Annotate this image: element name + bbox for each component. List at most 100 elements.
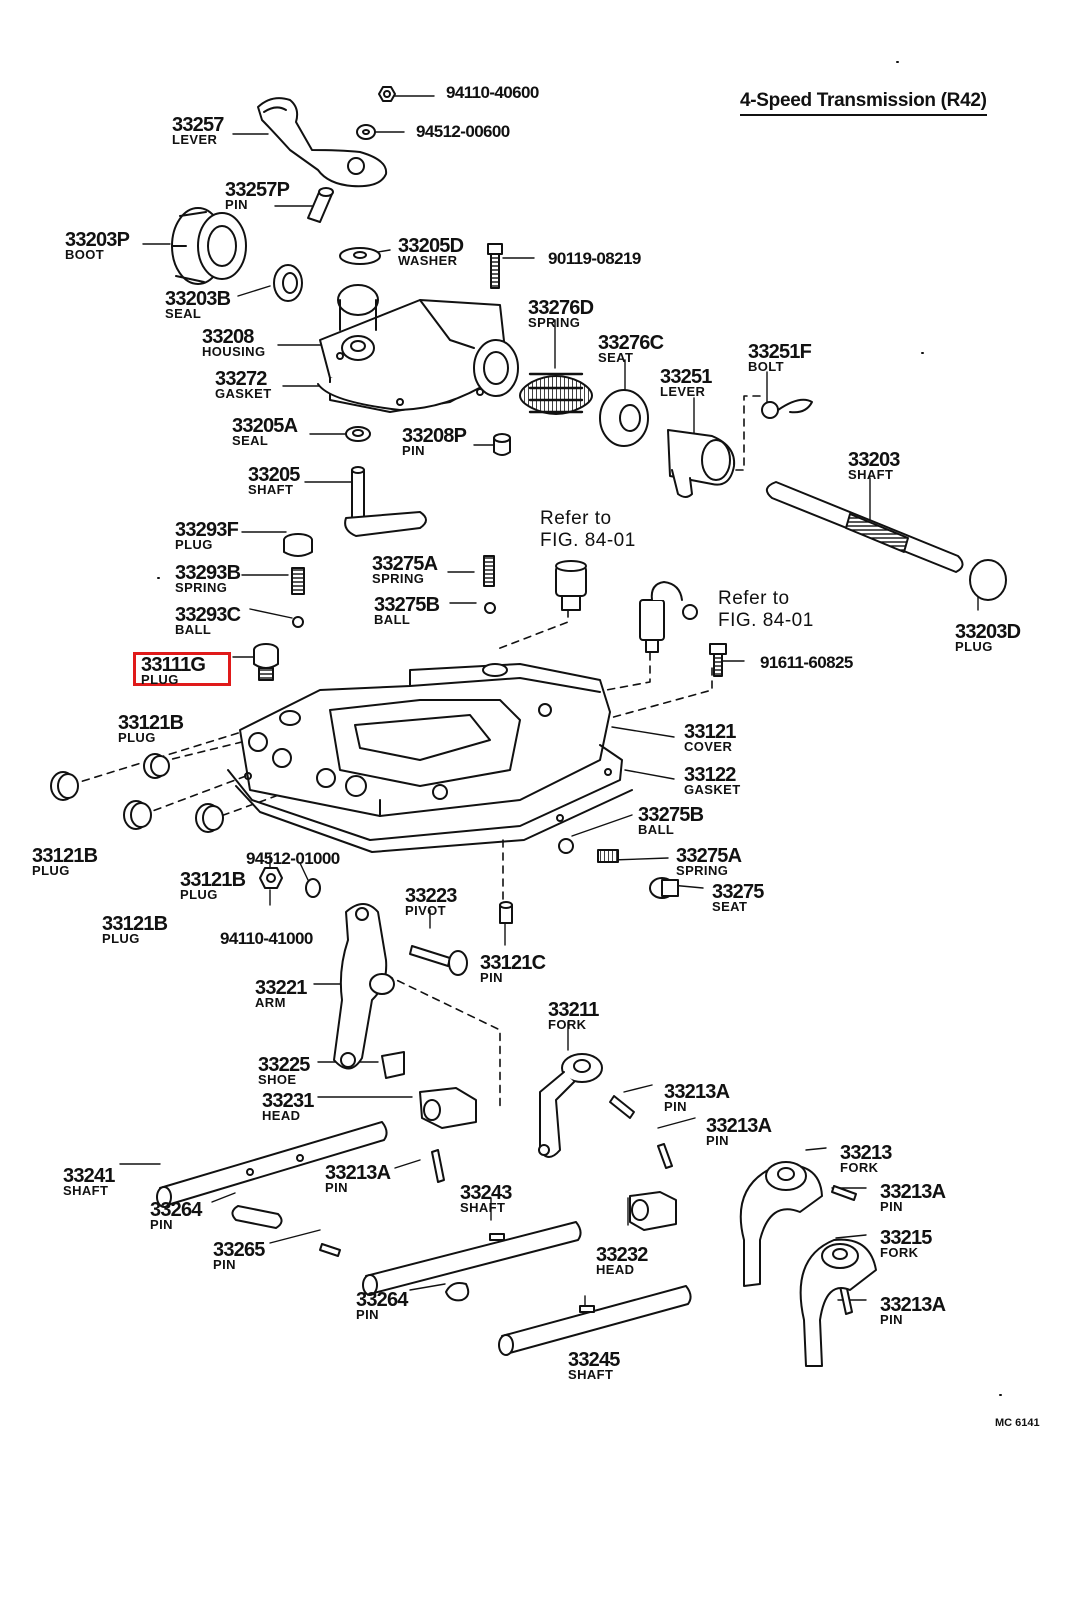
switch-right: [639, 581, 698, 653]
bolt-90119-08219: [487, 243, 503, 289]
seal-33205A: [345, 426, 371, 442]
fork-33213: [739, 1161, 823, 1287]
washer-33205D: [339, 247, 381, 265]
nut-94110-41000: [259, 867, 283, 889]
pin-33264-a: [231, 1205, 283, 1229]
bolt-91611-60825: [709, 643, 727, 677]
seal-33203B: [273, 264, 303, 302]
bolt-33251F: [761, 398, 813, 419]
label-90119-08219[interactable]: 90119-08219: [548, 249, 641, 268]
ball-33275B-top: [484, 602, 496, 614]
highlight-box-33111G: [133, 652, 231, 686]
plug-33111G: [253, 643, 279, 681]
label-94512-00600[interactable]: 94512-00600: [416, 122, 510, 141]
spring-33276D: [519, 372, 593, 415]
plug-33121B-c: [123, 800, 152, 830]
dashed-lines: [69, 395, 761, 1111]
label-94110-41000[interactable]: 94110-41000: [220, 929, 313, 948]
pin-33265: [319, 1243, 341, 1257]
refer-note-1-line2: FIG. 84-01: [540, 530, 636, 551]
pin-33213A-4: [831, 1185, 857, 1201]
label-91611-60825[interactable]: 91611-60825: [760, 653, 853, 672]
fork-33215: [799, 1238, 877, 1367]
ball-33293C: [292, 616, 304, 628]
refer-note-2-line2: FIG. 84-01: [718, 610, 814, 631]
plug-33121B-b: [143, 753, 170, 779]
plug-33121B-a: [50, 771, 79, 801]
housing-33208: [317, 284, 519, 413]
label-94110-40600[interactable]: 94110-40600: [446, 83, 539, 102]
refer-note-1-line1: Refer to: [540, 508, 612, 529]
shaft-33243: [362, 1221, 582, 1296]
label-94512-01000[interactable]: 94512-01000: [246, 849, 340, 868]
pin-33213A-1: [609, 1095, 635, 1119]
pivot-33223: [409, 945, 468, 976]
boot-33203P: [171, 207, 247, 285]
cover-33121: [239, 663, 611, 817]
plug-33121B-d: [195, 803, 224, 833]
lever-33251: [667, 429, 736, 498]
seat-33275: [649, 877, 679, 899]
head-33231: [419, 1087, 477, 1129]
plug-33293F: [283, 533, 313, 557]
shaft-33203: [765, 481, 964, 573]
scan-specks: [157, 61, 1002, 1396]
spring-33275A-top: [483, 555, 495, 587]
shaft-33241: [156, 1121, 388, 1208]
refer-note-2: Refer to FIG. 84-01: [718, 588, 814, 632]
spring-33275A: [597, 849, 619, 863]
fork-33211: [538, 1053, 603, 1158]
